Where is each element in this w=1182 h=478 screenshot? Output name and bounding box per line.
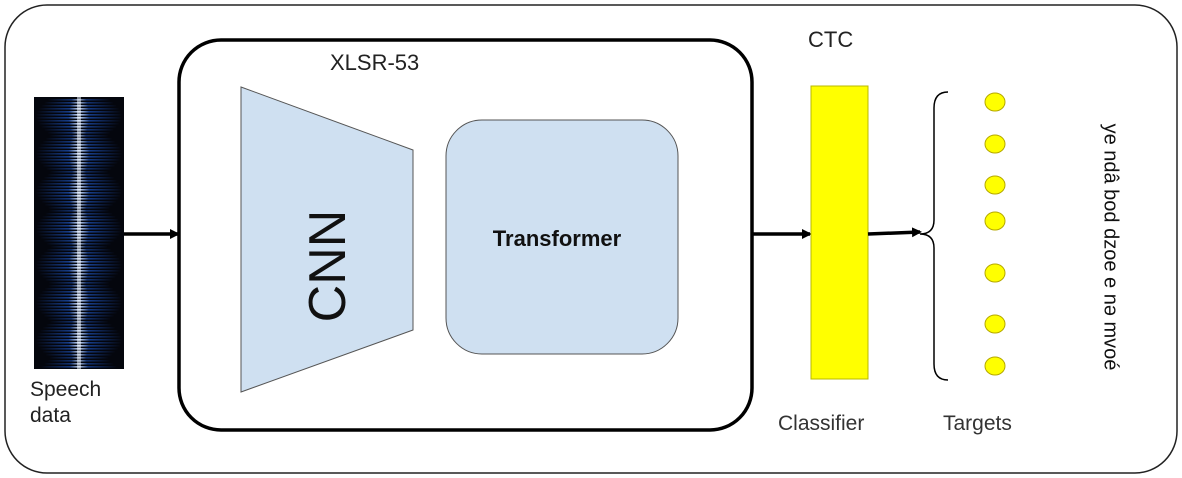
- target-circles: [984, 92, 1006, 376]
- speech-spectrogram: [34, 97, 124, 369]
- classifier-label: Classifier: [778, 412, 865, 435]
- target-circle: [984, 211, 1006, 231]
- ctc-label: CTC: [808, 27, 854, 52]
- speech-data-label: Speech data: [30, 378, 102, 427]
- target-circle: [984, 263, 1006, 283]
- target-circle: [984, 314, 1006, 334]
- target-circle: [984, 134, 1006, 154]
- classifier-bar: [810, 85, 869, 380]
- cnn-label: CNN: [299, 209, 357, 323]
- targets-label: Targets: [943, 412, 1012, 435]
- model-title: XLSR-53: [330, 50, 420, 75]
- transformer-label: Transformer: [492, 226, 622, 251]
- arrow-classifier-to-targets: [867, 227, 922, 238]
- targets-brace: [919, 91, 949, 381]
- target-circle: [984, 356, 1006, 376]
- target-circle: [984, 175, 1006, 195]
- transformer-block: [445, 119, 679, 355]
- target-circle: [984, 92, 1006, 112]
- transcript-label: ye ndâ bod dzoe e nə mvoé: [1099, 123, 1122, 371]
- cnn-block: [240, 86, 414, 393]
